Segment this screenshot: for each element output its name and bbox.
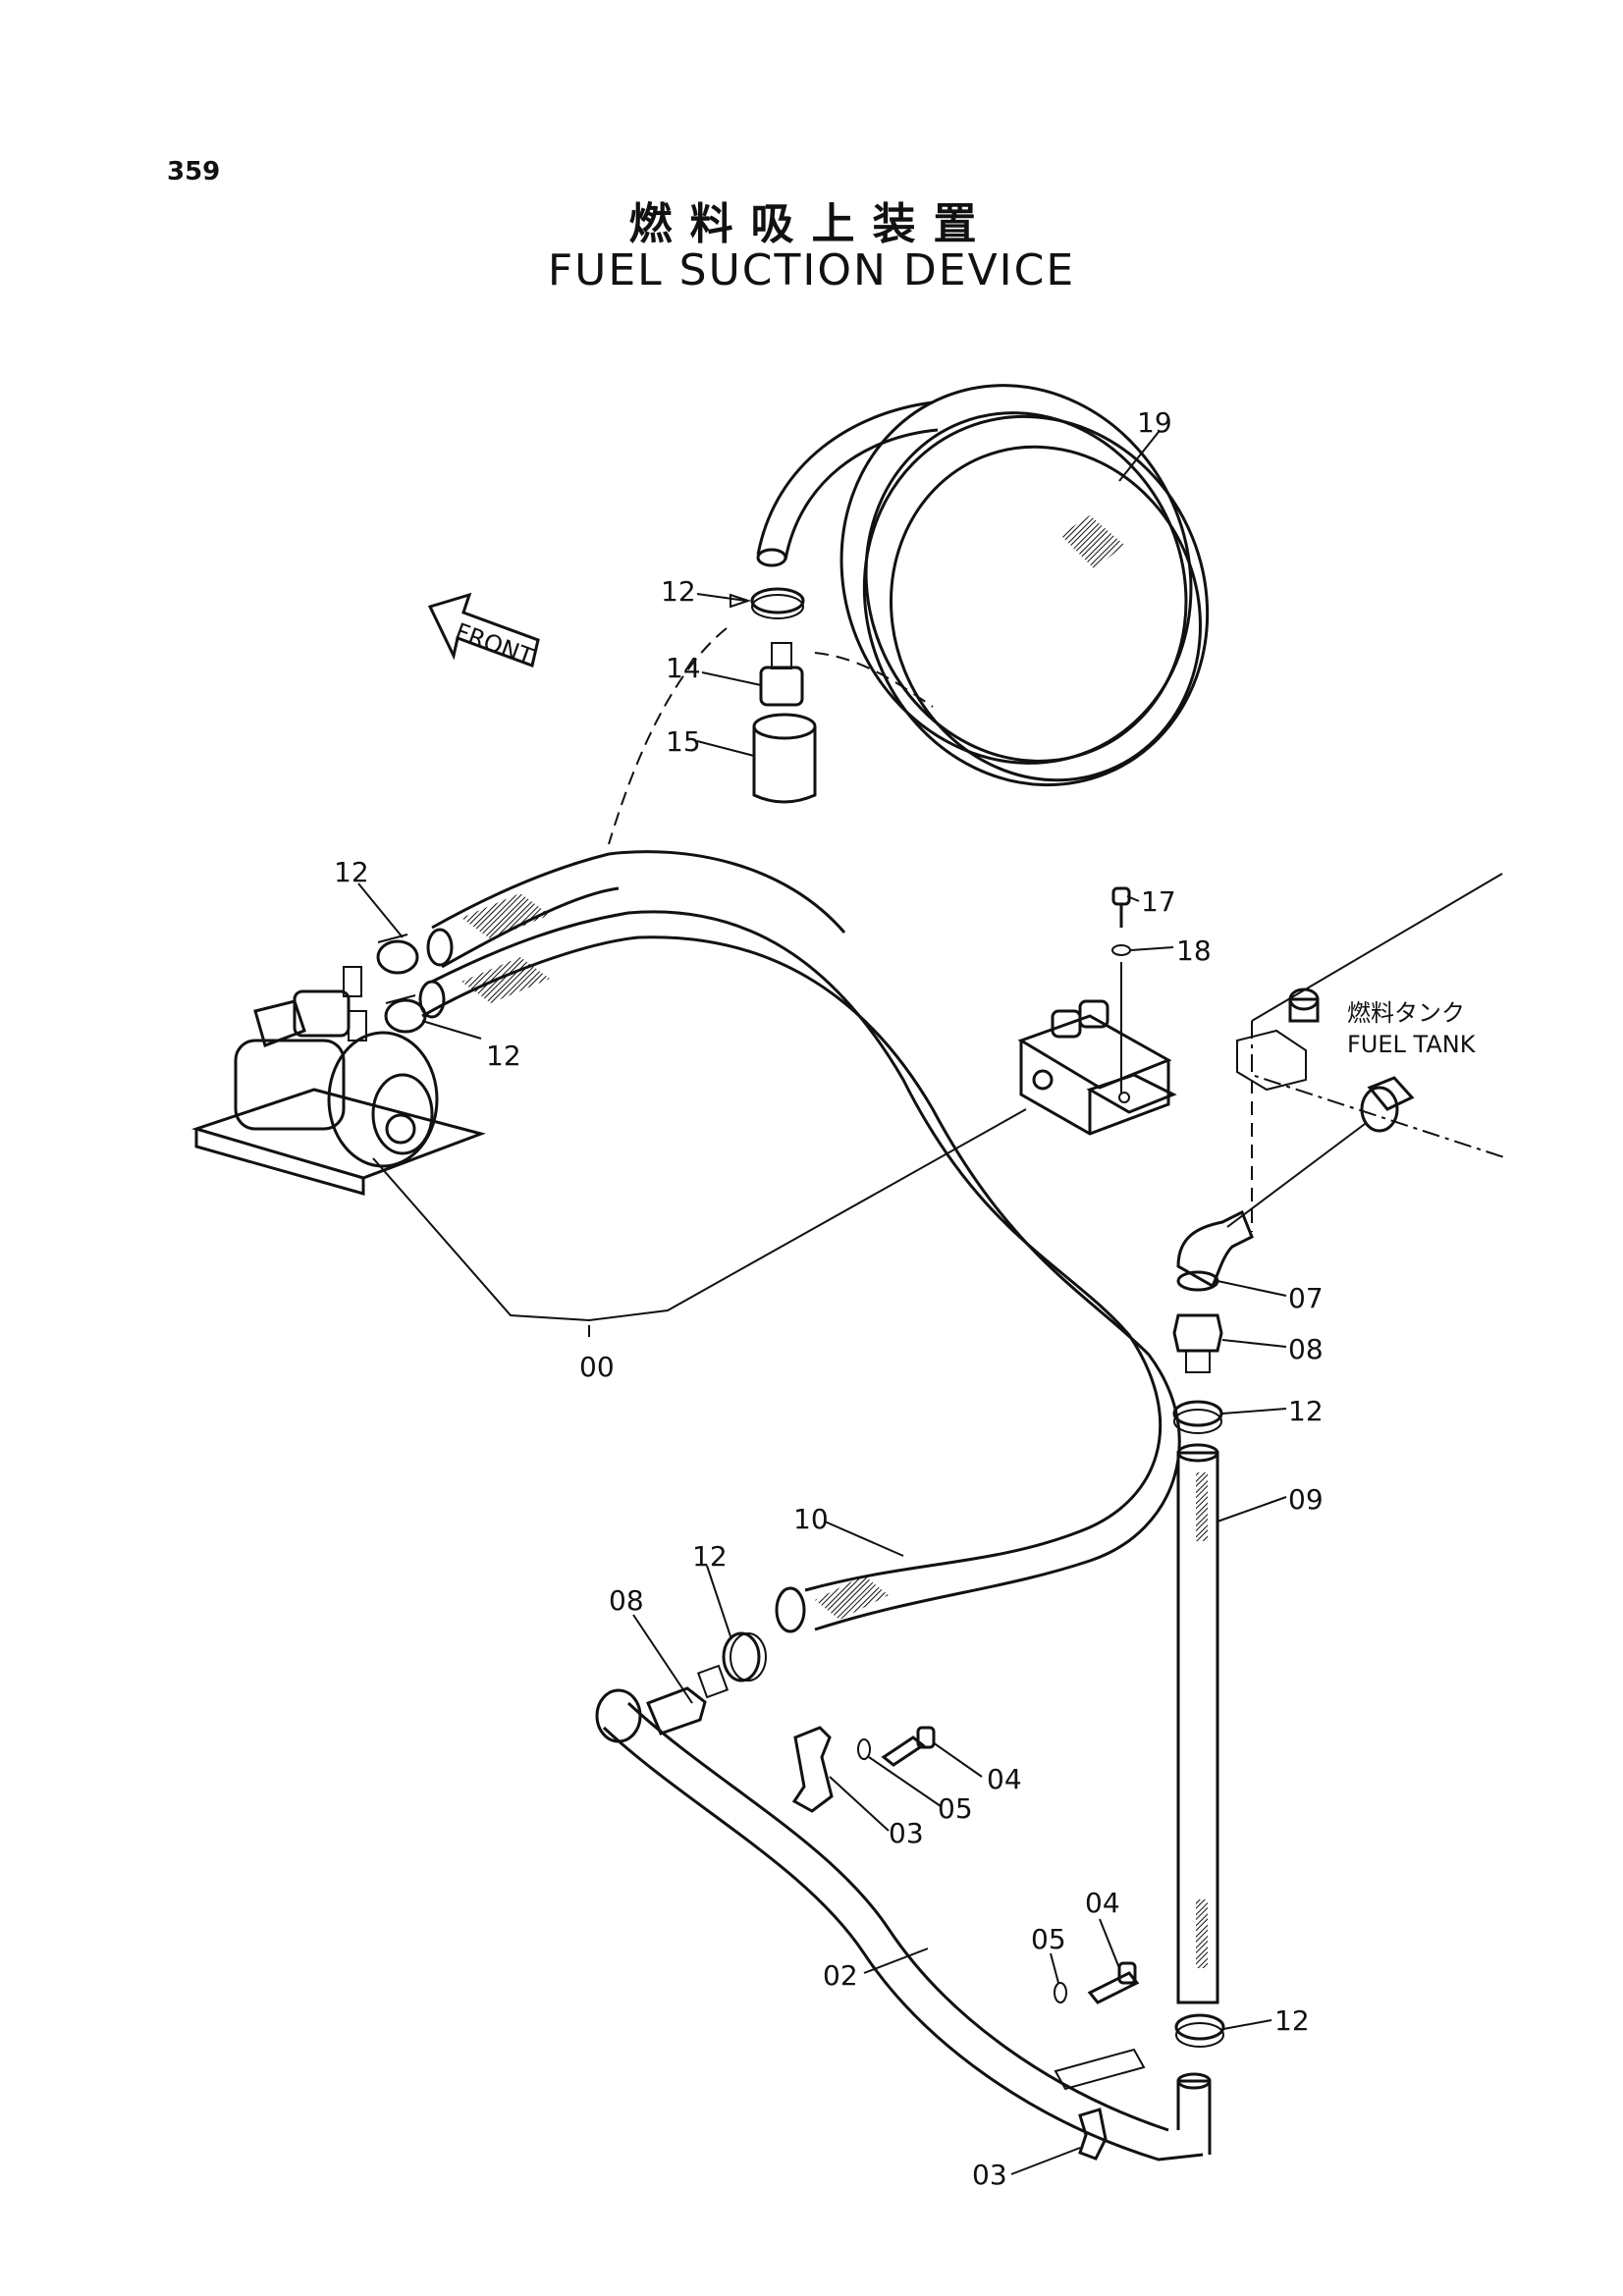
leader-lines	[357, 431, 1287, 2175]
callout-12-lower: 12	[692, 1540, 728, 1573]
lower-pipe-assembly	[595, 1631, 1212, 2162]
fuel-tank-label-english: FUEL TANK	[1347, 1031, 1477, 1058]
front-arrow: FRONT	[427, 592, 540, 671]
callout-19: 19	[1137, 406, 1172, 439]
fuel-tank	[1226, 873, 1508, 1232]
callout-08-left: 08	[609, 1584, 644, 1617]
callout-18: 18	[1176, 934, 1212, 967]
fuel-tank-label-japanese: 燃料タンク	[1347, 999, 1465, 1027]
callout-15: 15	[666, 725, 701, 758]
callout-12-right: 12	[1288, 1395, 1324, 1427]
page-number: 359	[167, 157, 221, 187]
callout-07: 07	[1288, 1282, 1324, 1314]
callout-12-top: 12	[661, 575, 696, 608]
callout-12-pump-upper: 12	[334, 856, 369, 888]
leader-00	[372, 1108, 1027, 1322]
callout-12-pump-lower: 12	[486, 1040, 521, 1072]
title-english: FUEL SUCTION DEVICE	[547, 245, 1076, 295]
vertical-pipe-assembly	[1172, 1209, 1254, 2048]
callout-00: 00	[579, 1351, 615, 1383]
callout-12-bottom: 12	[1274, 2004, 1310, 2037]
callout-03-upper: 03	[889, 1817, 924, 1849]
callout-05-upper: 05	[938, 1792, 973, 1825]
fuel-pump	[190, 934, 486, 1196]
callout-17: 17	[1141, 885, 1176, 918]
callout-14: 14	[666, 652, 701, 684]
callout-02: 02	[823, 1959, 858, 1992]
callout-04-lower: 04	[1085, 1887, 1120, 1919]
fuel-tank-label: 燃料タンク FUEL TANK	[1347, 999, 1477, 1058]
callout-04-upper: 04	[987, 1763, 1022, 1795]
callouts: 19 12 14 15 12 12 17 18 00 07 08 12 09 1…	[334, 406, 1324, 2191]
title-japanese: 燃料吸上装置	[628, 199, 995, 249]
callout-10: 10	[793, 1503, 829, 1535]
coiled-hose	[756, 384, 1210, 787]
callout-09: 09	[1288, 1483, 1324, 1516]
callout-08-right: 08	[1288, 1333, 1324, 1365]
callout-03-lower: 03	[972, 2159, 1007, 2191]
callout-05-lower: 05	[1031, 1923, 1066, 1955]
filter-block	[1017, 886, 1177, 1136]
upper-fittings	[608, 587, 934, 845]
front-label: FRONT	[452, 617, 537, 670]
hoses	[418, 850, 1181, 1633]
